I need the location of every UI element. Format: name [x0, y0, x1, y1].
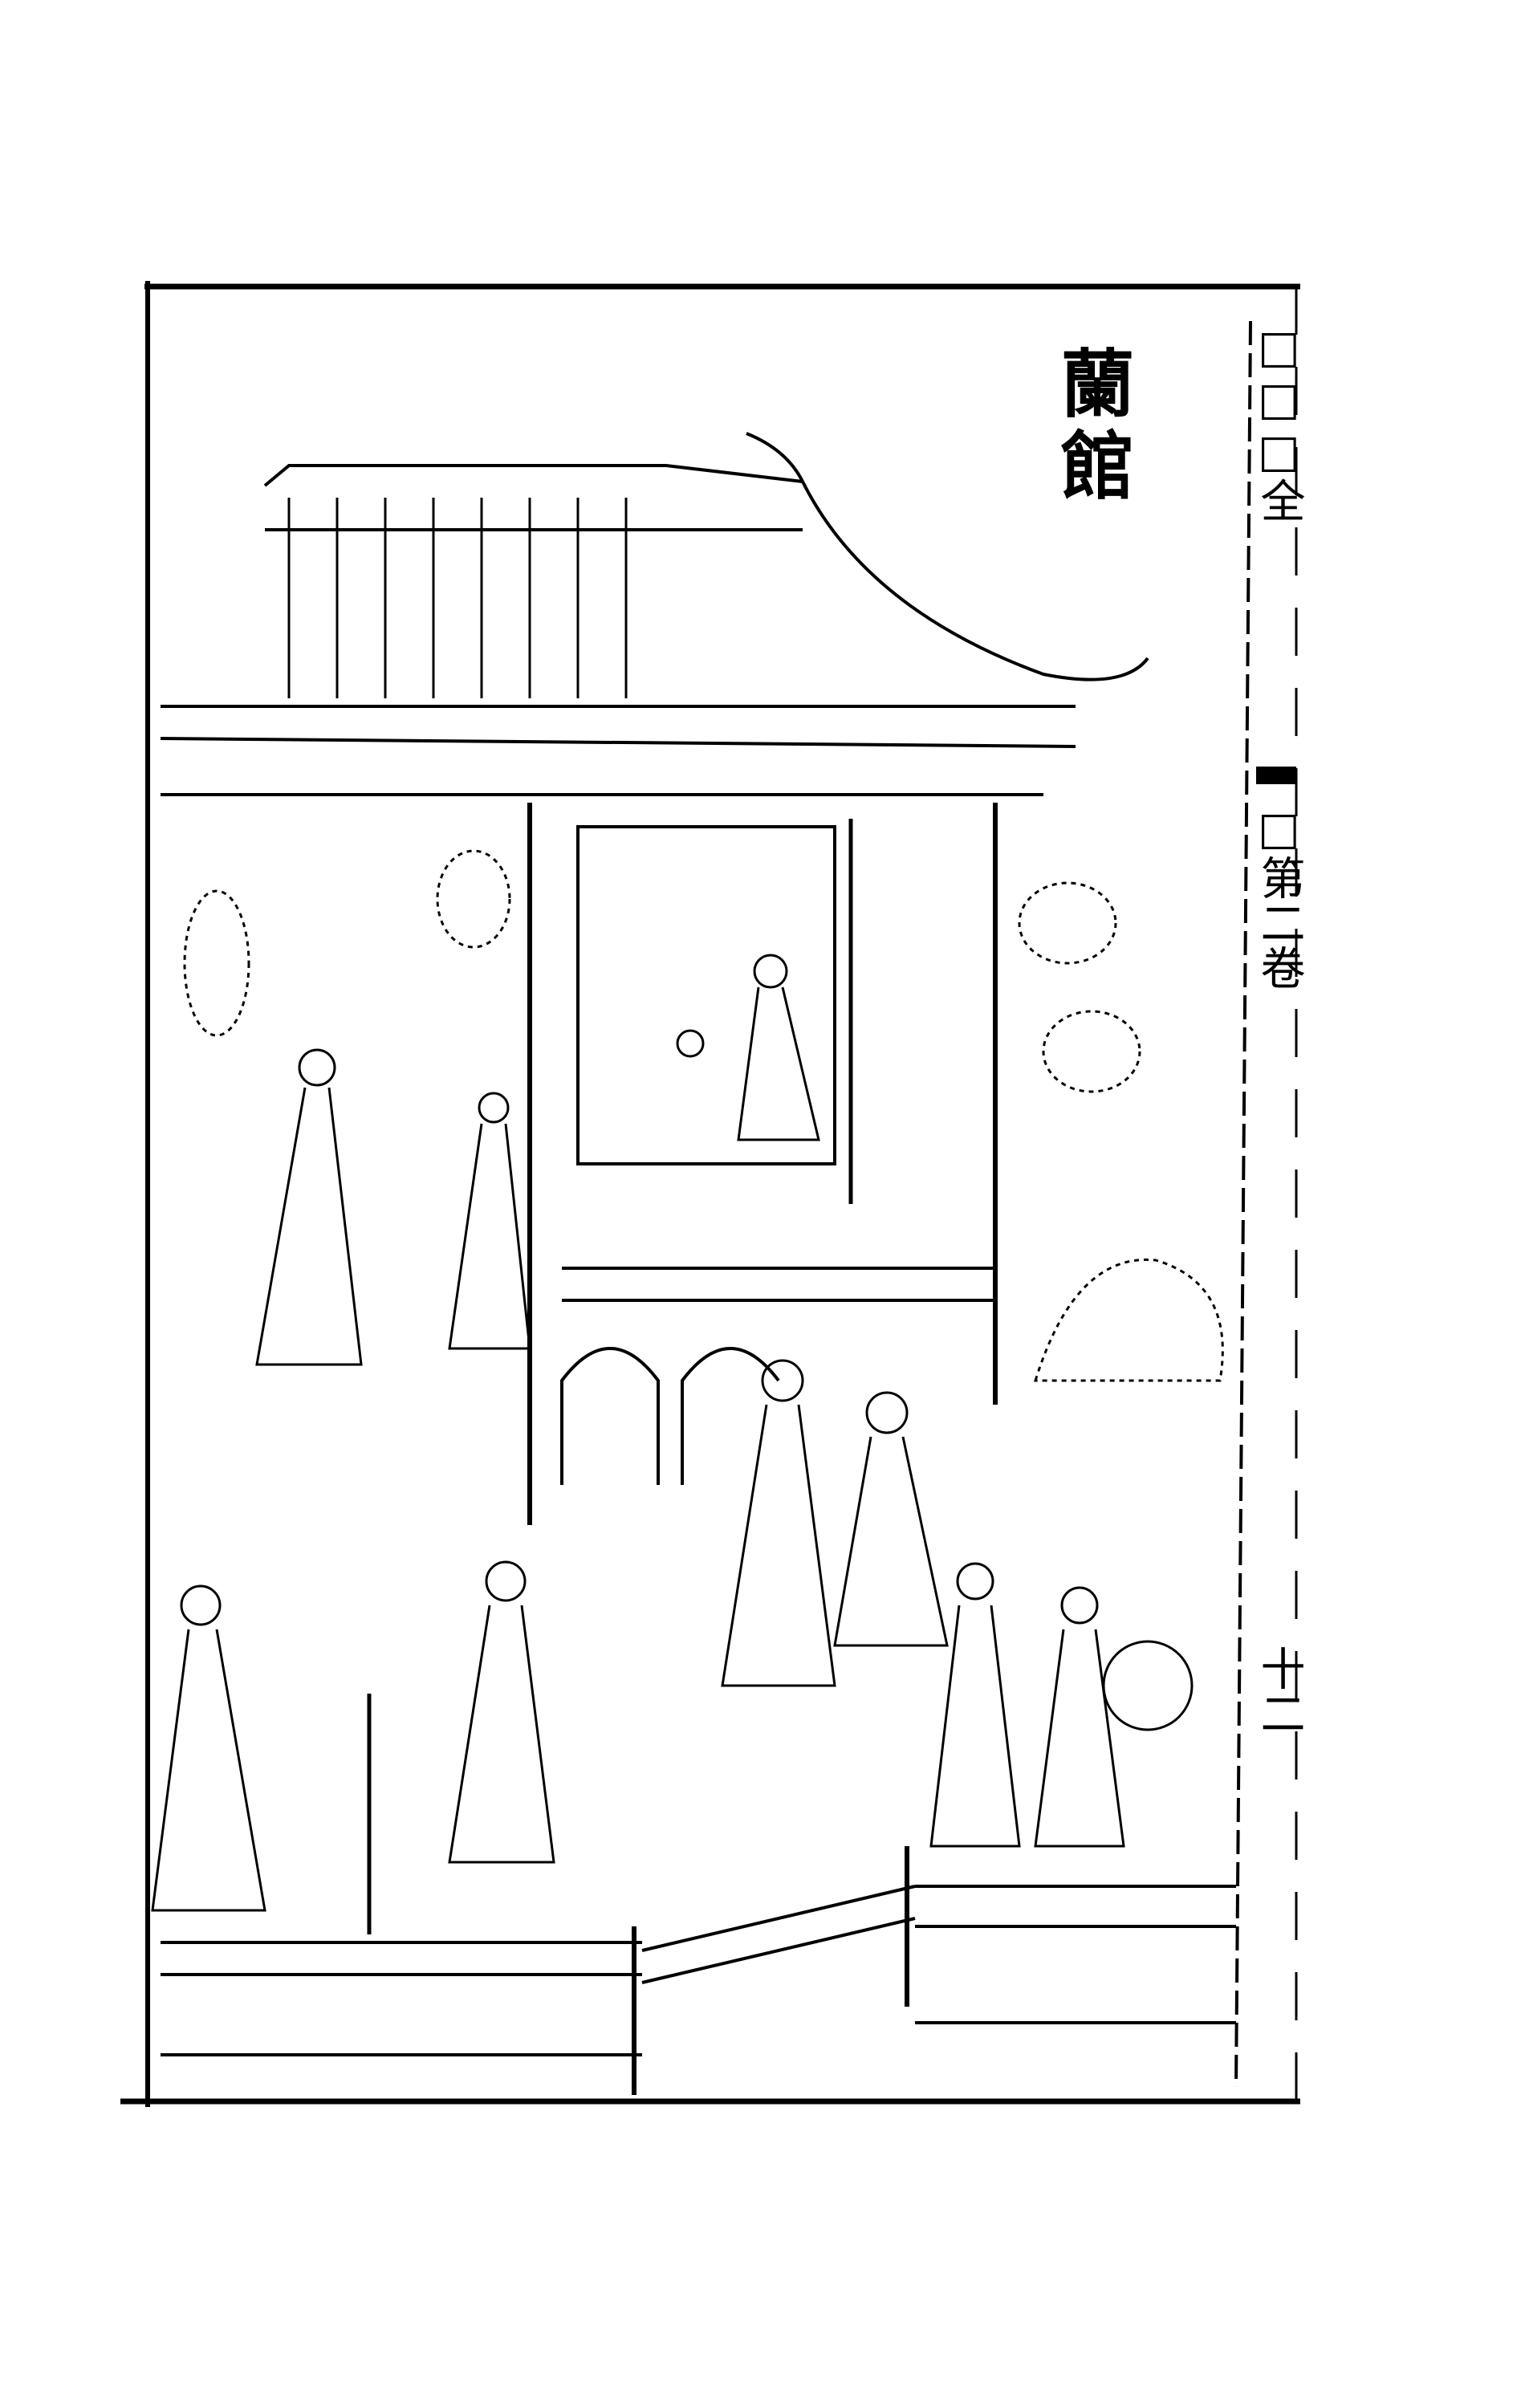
terrace-railing — [161, 1694, 1236, 2095]
illustration-title: 蘭館 — [1048, 345, 1135, 509]
figures — [151, 954, 1194, 1912]
trees — [183, 849, 1224, 1382]
margin-volume: □第二卷 — [1259, 803, 1305, 990]
pavilion — [160, 432, 1149, 1525]
page-frame — [120, 281, 1300, 2107]
margin-page-number: 十二 — [1259, 1645, 1305, 1735]
margin-book-title: □□□全 — [1259, 321, 1305, 523]
fish-tail-mark-icon — [1256, 767, 1296, 784]
